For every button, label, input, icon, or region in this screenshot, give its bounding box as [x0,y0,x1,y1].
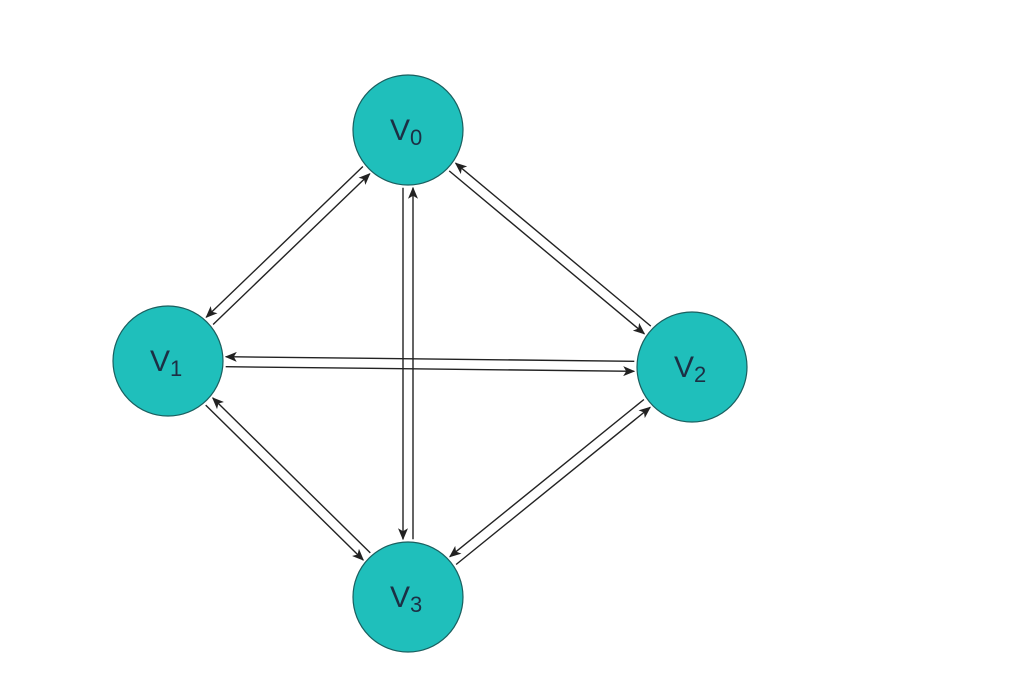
edge-v2-to-v1 [224,351,635,362]
node-label-v3: V3 [390,581,422,617]
node-label-v0: V0 [390,114,422,150]
node-letter: V [150,345,170,378]
edge-v2-to-v3 [449,398,645,558]
node-subscript: 1 [170,356,182,381]
node-label-v1: V1 [150,345,182,381]
node-letter: V [390,581,410,614]
node-circle-v0 [352,74,464,186]
node-label-v2: V2 [674,351,706,387]
edge-v1-to-v3 [205,404,365,561]
node-letter: V [390,114,410,147]
node-subscript: 3 [410,592,422,617]
node-v3: V3 [352,541,464,653]
edge-v0-to-v1 [205,165,364,318]
edge-v3-to-v1 [211,397,371,554]
node-circle-v3 [352,541,464,653]
node-circle-v2 [636,311,748,423]
edge-v0-to-v2 [448,170,646,335]
edges-layer [205,162,652,566]
node-v1: V1 [112,305,224,417]
node-subscript: 2 [694,362,706,387]
node-circle-v1 [112,305,224,417]
edge-v1-to-v2 [225,366,636,377]
node-letter: V [674,351,694,384]
node-v0: V0 [352,74,464,186]
edge-v1-to-v0 [212,173,371,326]
node-subscript: 0 [410,125,422,150]
edge-v2-to-v0 [454,162,652,327]
edge-v3-to-v2 [455,406,651,566]
node-v2: V2 [636,311,748,423]
